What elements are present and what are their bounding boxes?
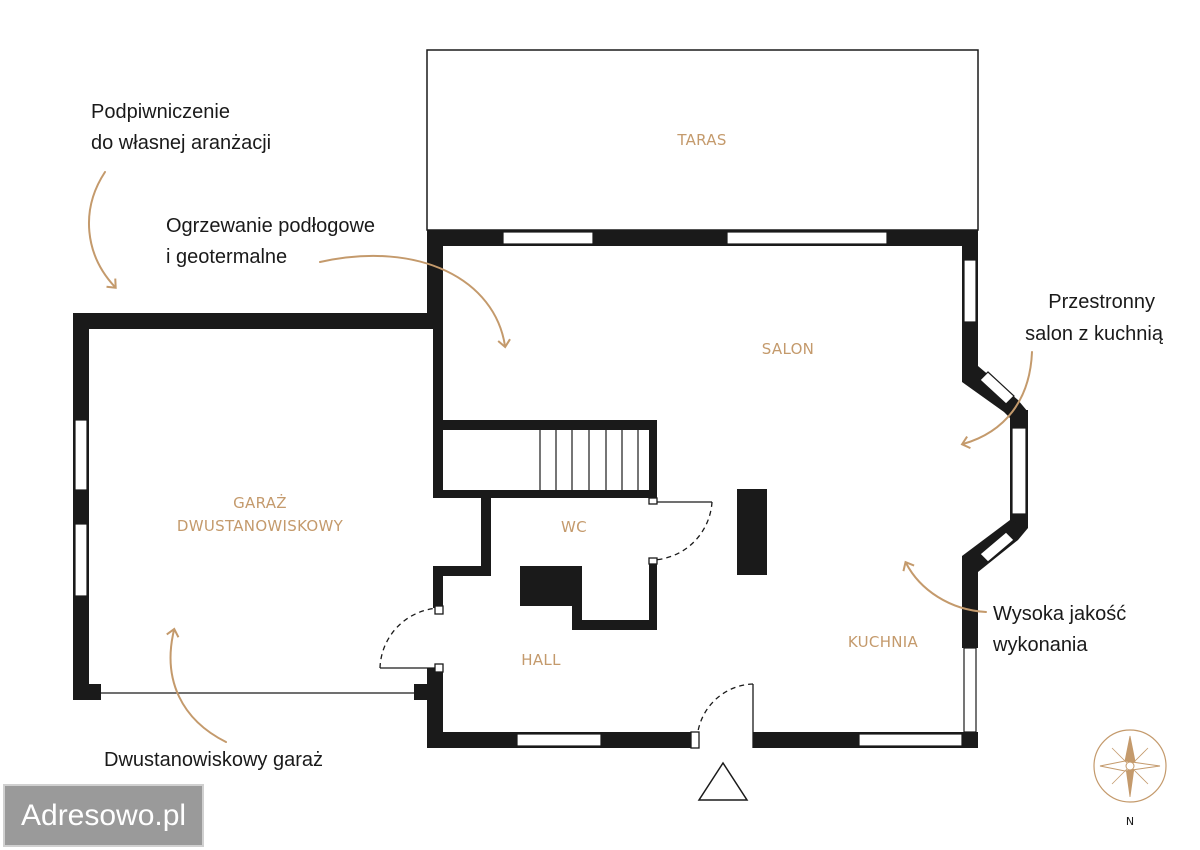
room-label-garage-line2: DWUSTANOWISKOWY bbox=[177, 517, 344, 535]
note-basement-line2: do własnej aranżacji bbox=[91, 132, 271, 154]
room-label-garage-line1: GARAŻ bbox=[233, 493, 287, 512]
arrow-garage bbox=[166, 627, 227, 743]
note-basement-line1: Podpiwniczenie bbox=[91, 101, 230, 123]
note-heating-line1: Ogrzewanie podłogowe bbox=[166, 215, 375, 237]
arrow-quality bbox=[902, 560, 987, 613]
walls bbox=[73, 230, 1028, 748]
note-garage: Dwustanowiskowy garaż bbox=[104, 749, 323, 771]
note-quality-line1: Wysoka jakość bbox=[993, 603, 1126, 625]
arrow-salon bbox=[960, 351, 1033, 450]
stairs bbox=[539, 430, 639, 490]
note-salon-line1: Przestronny bbox=[1048, 291, 1155, 313]
room-label-salon: SALON bbox=[762, 340, 814, 358]
room-label-taras: TARAS bbox=[676, 131, 726, 149]
doors bbox=[379, 497, 754, 749]
note-quality-line2: wykonania bbox=[992, 634, 1088, 656]
compass-label: N bbox=[1126, 815, 1134, 828]
arrow-heating bbox=[319, 254, 511, 349]
watermark-text: Adresowo.pl bbox=[21, 799, 187, 832]
entrance-marker bbox=[697, 761, 749, 801]
windows bbox=[74, 231, 1027, 747]
arrow-basement bbox=[88, 171, 117, 289]
note-heating-line2: i geotermalne bbox=[166, 246, 287, 268]
room-label-kuchnia: KUCHNIA bbox=[848, 633, 919, 651]
compass-icon bbox=[1093, 729, 1167, 803]
room-label-wc: WC bbox=[561, 518, 587, 536]
room-label-hall: HALL bbox=[521, 651, 561, 669]
note-salon-line2: salon z kuchnią bbox=[1025, 323, 1164, 345]
watermark: Adresowo.pl bbox=[3, 784, 204, 847]
